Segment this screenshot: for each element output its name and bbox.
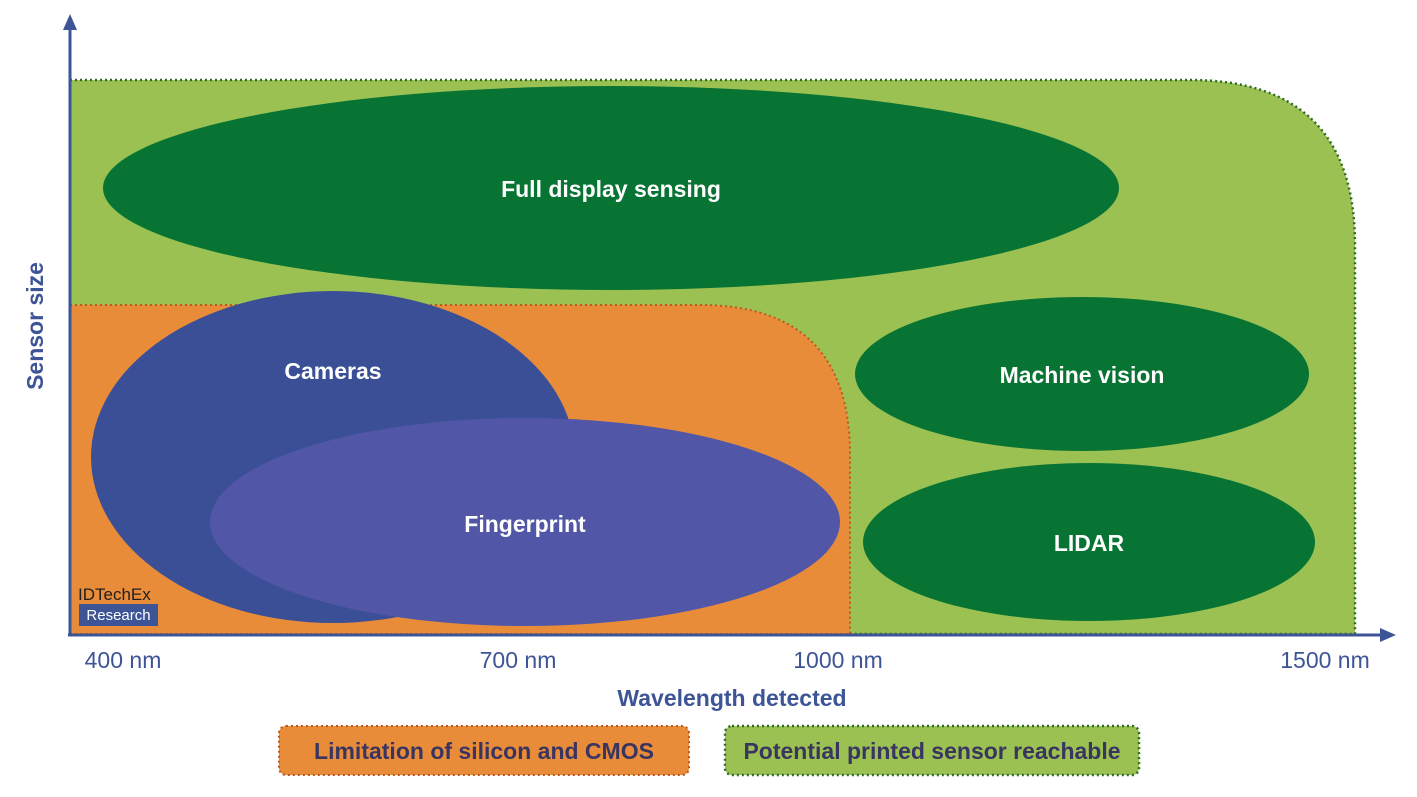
lidar-ellipse xyxy=(863,463,1315,621)
logo-name: IDTechEx xyxy=(78,585,151,604)
legend-silicon-swatch xyxy=(278,725,690,776)
logo-sub-badge xyxy=(79,604,158,626)
x-axis-label: Wavelength detected xyxy=(617,685,846,711)
x-tick-400: 400 nm xyxy=(85,647,162,673)
y-axis-label: Sensor size xyxy=(22,262,48,390)
full-display-sensing-label: Full display sensing xyxy=(501,176,721,202)
x-axis-arrowhead xyxy=(1380,628,1396,642)
lidar-label: LIDAR xyxy=(1054,530,1125,556)
x-tick-700: 700 nm xyxy=(480,647,557,673)
legend-printed-label: Potential printed sensor reachable xyxy=(743,738,1120,764)
fingerprint-label: Fingerprint xyxy=(464,511,586,537)
y-axis-arrowhead xyxy=(63,14,77,30)
x-tick-1000: 1000 nm xyxy=(793,647,883,673)
legend-printed: Potential printed sensor reachable xyxy=(723,724,1141,777)
legend-silicon-label: Limitation of silicon and CMOS xyxy=(314,738,654,764)
machine-vision-ellipse xyxy=(855,297,1309,451)
legend-printed-swatch xyxy=(723,724,1141,777)
legend-silicon: Limitation of silicon and CMOS xyxy=(278,725,690,776)
full-display-sensing-ellipse xyxy=(103,86,1119,290)
fingerprint-ellipse xyxy=(210,418,840,626)
x-tick-1500: 1500 nm xyxy=(1280,647,1370,673)
idtechex-logo: IDTechEx Research xyxy=(78,585,158,626)
cameras-label: Cameras xyxy=(284,358,381,384)
logo-sub: Research xyxy=(86,607,150,624)
machine-vision-label: Machine vision xyxy=(1000,362,1165,388)
